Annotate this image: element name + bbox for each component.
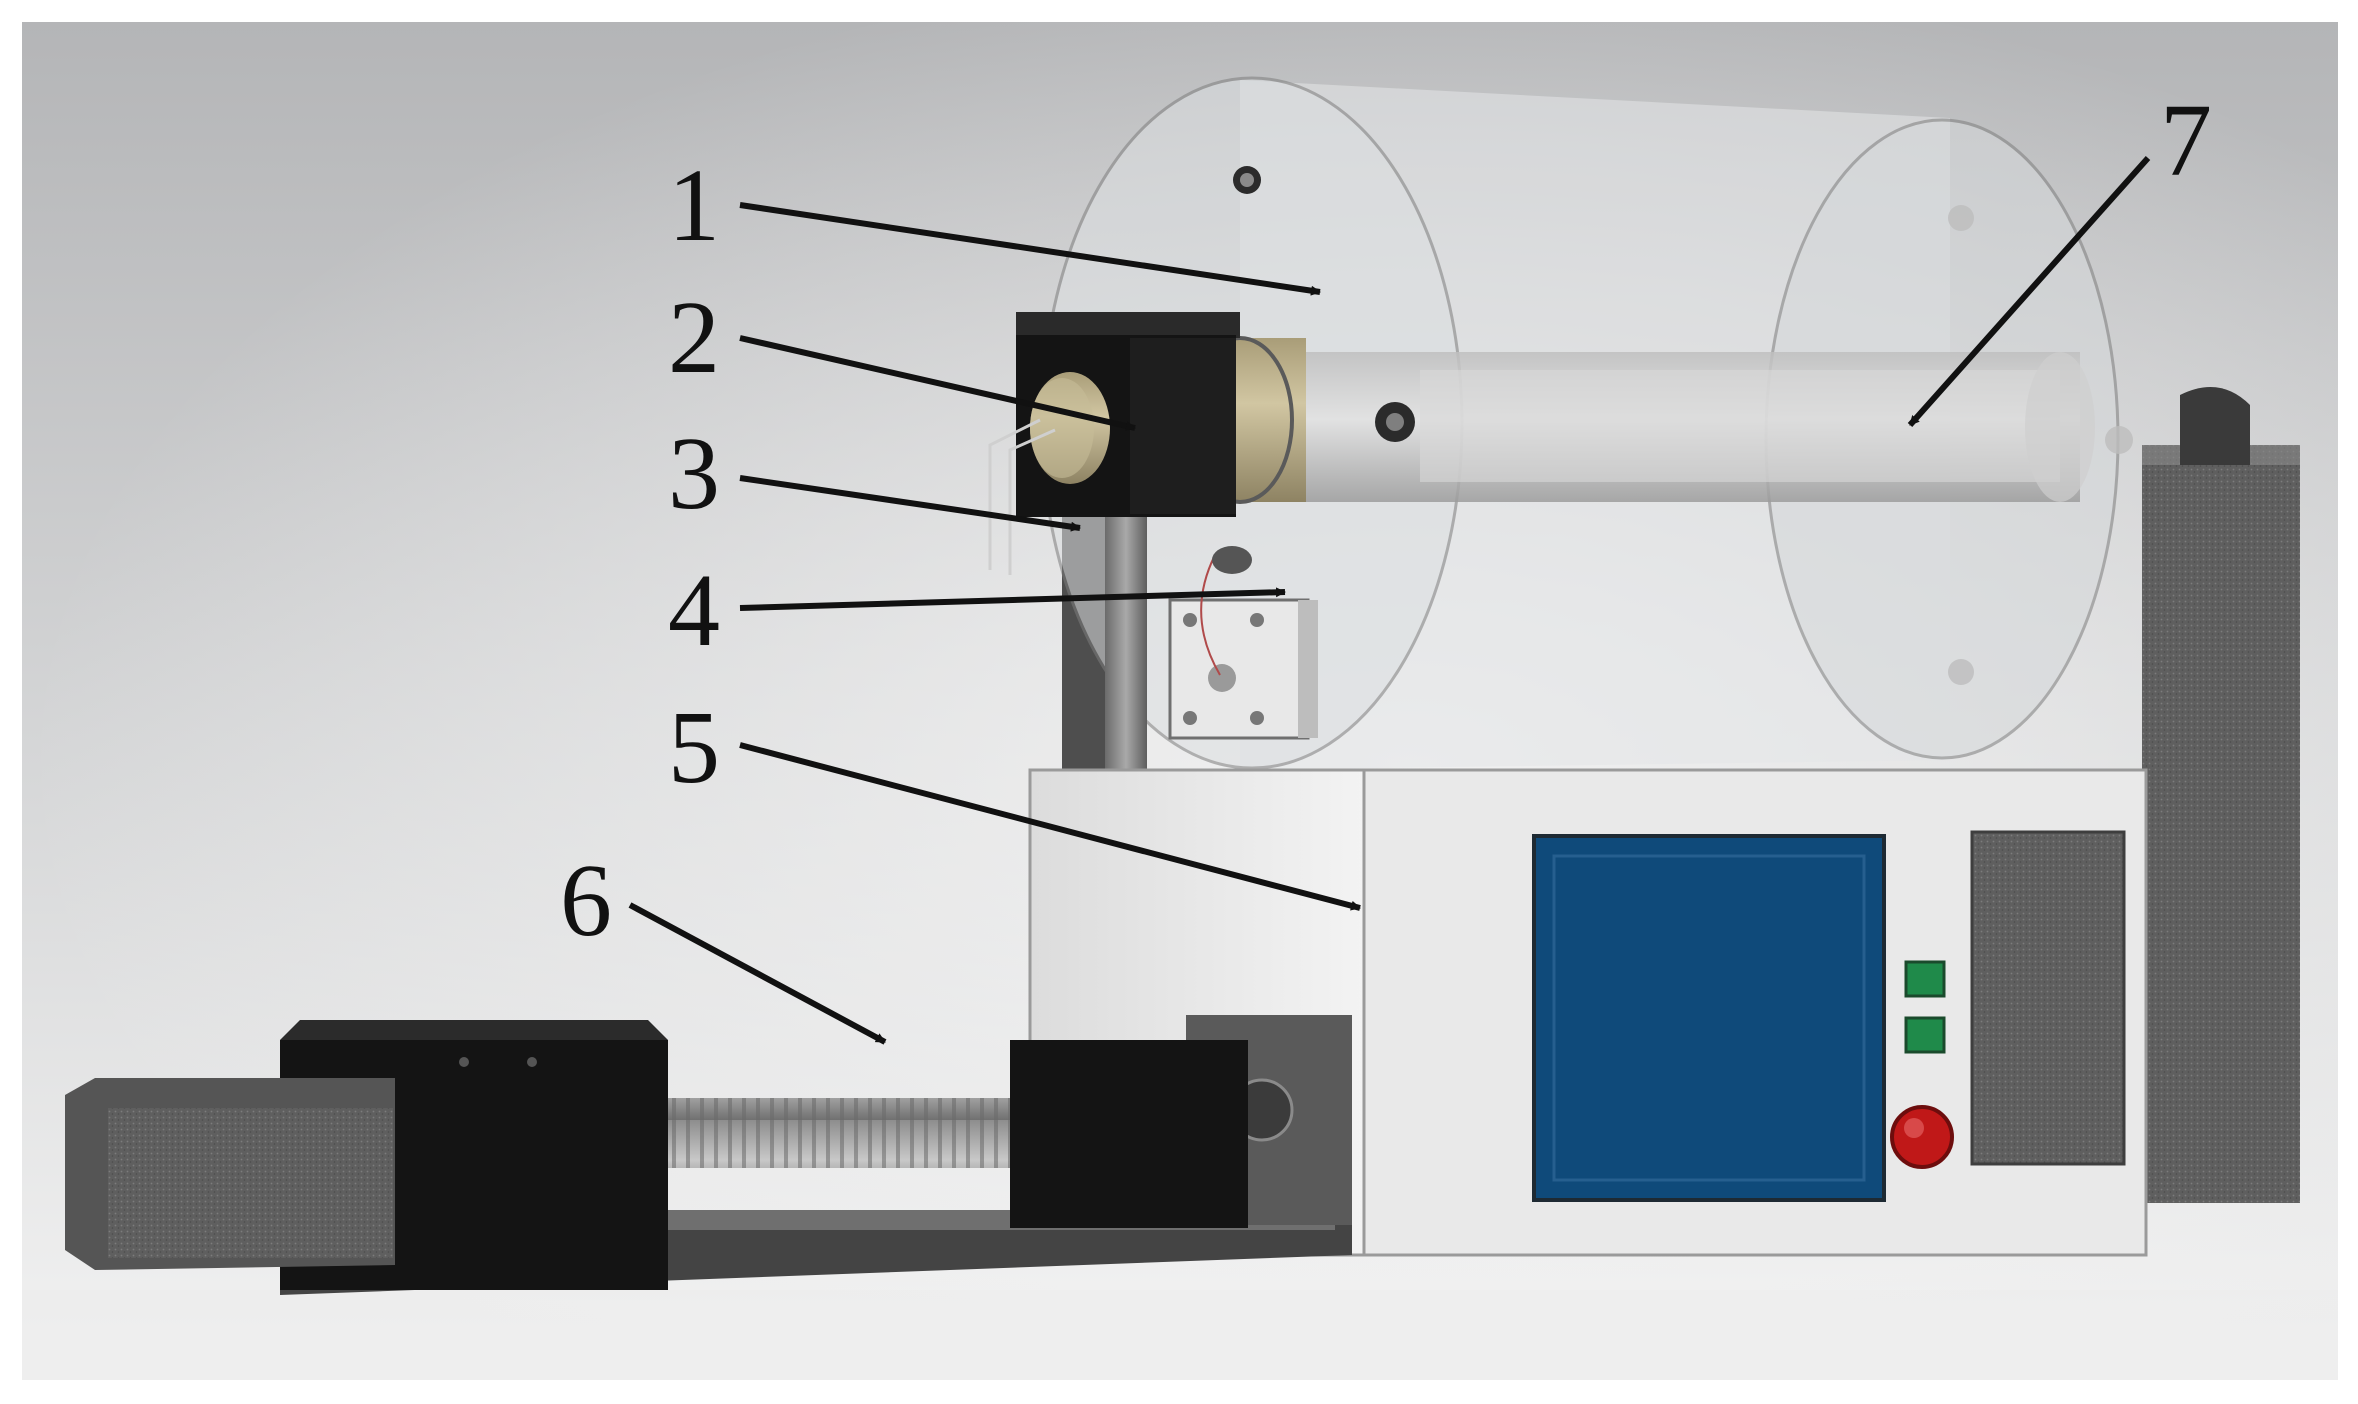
- arrow-4: [739, 587, 1286, 611]
- sensor-block: [1168, 546, 1318, 740]
- control-box: [1028, 768, 2148, 1257]
- callout-labels: 1 2 3 4 5 6 7: [560, 83, 2212, 958]
- arrow-7: [1907, 156, 2151, 427]
- arrow-6: [628, 902, 887, 1045]
- callout-arrows: [628, 156, 2151, 1045]
- callout-7: 7: [2160, 83, 2212, 198]
- callout-4: 4: [668, 553, 720, 668]
- callout-5: 5: [668, 690, 720, 805]
- arrow-1: [739, 202, 1321, 296]
- arrow-5: [739, 742, 1361, 911]
- linear-stage: [65, 1015, 1352, 1295]
- arrow-2: [739, 335, 1136, 431]
- main-shaft: [1186, 336, 2095, 504]
- callout-2: 2: [668, 280, 720, 395]
- rear-stand: [1062, 312, 2300, 1203]
- callout-1: 1: [668, 148, 720, 263]
- callout-3: 3: [668, 416, 720, 531]
- callout-6: 6: [560, 843, 612, 958]
- arrow-3: [739, 475, 1081, 532]
